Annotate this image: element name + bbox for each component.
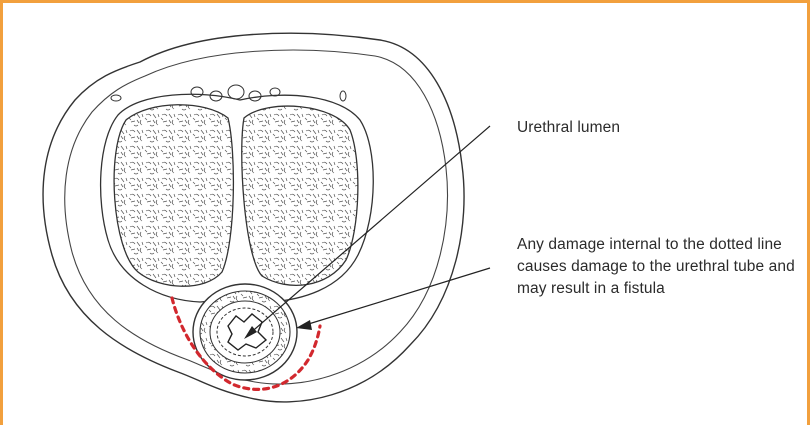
small-vessel-right	[340, 91, 346, 101]
vessel-left	[191, 87, 203, 97]
label-urethral-lumen: Urethral lumen	[517, 117, 620, 139]
pointer-arrowhead-damage	[296, 320, 312, 330]
label-damage-note: Any damage internal to the dotted line c…	[517, 234, 807, 300]
vessel-center	[228, 85, 244, 99]
corpus-cavernosum-right	[242, 106, 358, 285]
corpus-cavernosum-left	[114, 105, 233, 287]
small-vessel-left	[111, 95, 121, 101]
